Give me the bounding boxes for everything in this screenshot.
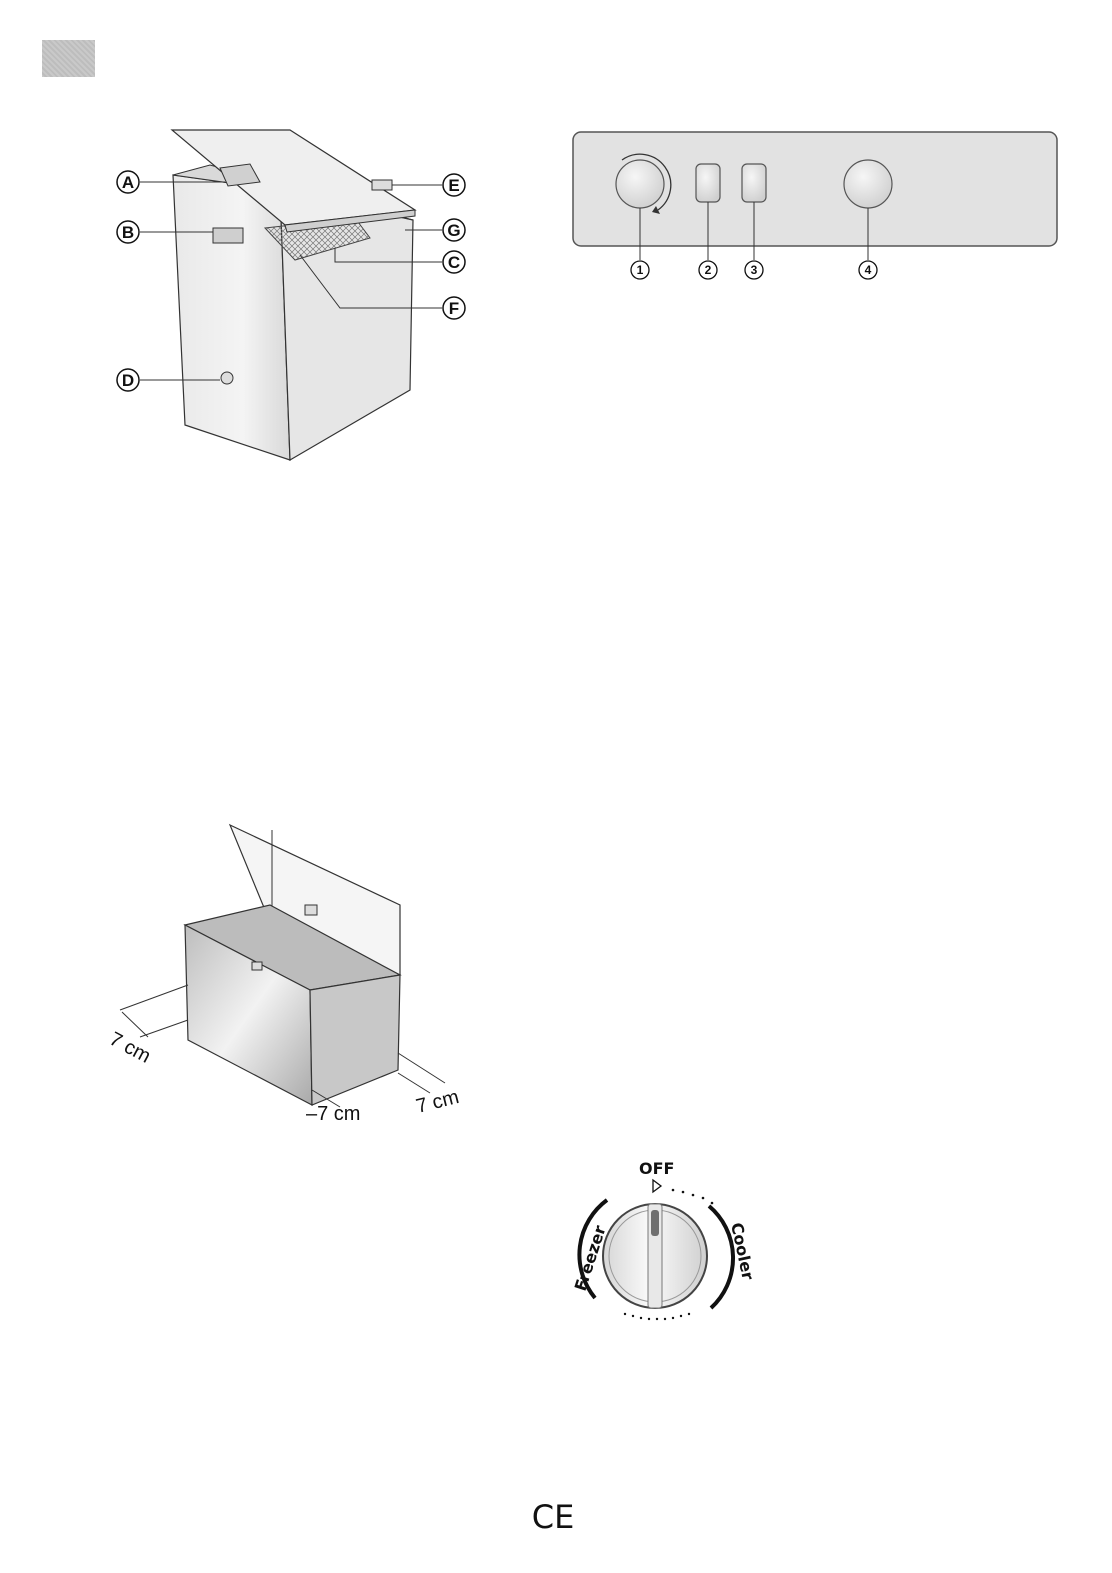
off-label: OFF <box>639 1159 674 1178</box>
indicator-light-3 <box>742 164 766 202</box>
ce-mark: CE <box>530 1500 576 1534</box>
svg-text:4: 4 <box>865 263 872 277</box>
svg-text:C: C <box>448 253 460 272</box>
label-4: 4 <box>859 261 877 279</box>
svg-text:A: A <box>122 173 134 192</box>
chest-freezer-parts-diagram: A B D E G C F <box>100 120 480 470</box>
svg-text:F: F <box>449 299 459 318</box>
label-b: B <box>117 221 139 243</box>
switch-knob-4 <box>844 160 892 208</box>
installation-clearance-diagram: 7 cm –7 cm 7 cm <box>100 815 480 1135</box>
svg-text:3: 3 <box>751 263 758 277</box>
freezer-body <box>173 175 290 460</box>
control-panel-diagram: 1 2 3 4 <box>570 128 1062 288</box>
svg-text:E: E <box>448 176 459 195</box>
page-tab <box>42 40 95 77</box>
lock <box>221 372 233 384</box>
label-f: F <box>443 297 465 319</box>
label-a: A <box>117 171 139 193</box>
label-g: G <box>443 219 465 241</box>
right-clearance-label: 7 cm <box>414 1086 461 1118</box>
label-1: 1 <box>631 261 649 279</box>
indicator-light-2 <box>696 164 720 202</box>
label-e: E <box>443 174 465 196</box>
svg-text:B: B <box>122 223 134 242</box>
label-c: C <box>443 251 465 273</box>
inner-light <box>213 228 243 243</box>
front-clearance-label: –7 cm <box>306 1103 360 1125</box>
label-3: 3 <box>745 261 763 279</box>
svg-text:1: 1 <box>637 263 644 277</box>
left-clearance-label: 7 cm <box>106 1028 155 1068</box>
svg-text:2: 2 <box>705 263 712 277</box>
svg-text:G: G <box>447 221 460 240</box>
svg-text:D: D <box>122 371 134 390</box>
thermostat-dial-diagram: OFF Freezer Cooler <box>555 1158 765 1328</box>
label-d: D <box>117 369 139 391</box>
thermostat-knob <box>616 160 664 208</box>
label-2: 2 <box>699 261 717 279</box>
